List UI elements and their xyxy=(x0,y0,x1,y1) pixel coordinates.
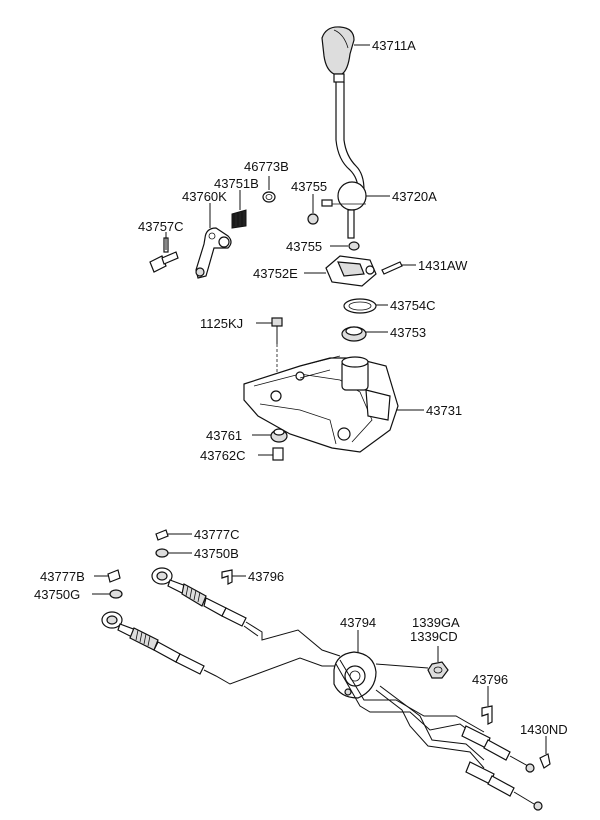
spring-43751B xyxy=(231,209,247,229)
label-43760K: 43760K xyxy=(182,189,227,204)
label-1339GA: 1339GA xyxy=(412,615,460,630)
nut-1339GA xyxy=(427,661,449,679)
bushing-46773B xyxy=(262,191,276,203)
label-43777C: 43777C xyxy=(194,527,240,542)
label-43753: 43753 xyxy=(390,325,426,340)
nut-43755-lower xyxy=(348,241,360,251)
label-43755-upper: 43755 xyxy=(291,179,327,194)
label-43796-lower: 43796 xyxy=(472,672,508,687)
label-1339CD: 1339CD xyxy=(410,629,458,644)
bushing-43753 xyxy=(341,326,367,342)
housing-43752E xyxy=(325,255,377,287)
label-43711A: 43711A xyxy=(372,38,416,53)
label-1430ND: 1430ND xyxy=(520,722,568,737)
label-43752E: 43752E xyxy=(253,266,298,281)
label-43755-lower: 43755 xyxy=(286,239,322,254)
pin-43757C xyxy=(149,237,179,273)
label-43757C: 43757C xyxy=(138,219,184,234)
shift-knob xyxy=(321,26,355,83)
label-43731: 43731 xyxy=(426,403,462,418)
label-43754C: 43754C xyxy=(390,298,436,313)
ring-43754C xyxy=(343,298,377,314)
clip-43777B xyxy=(107,569,121,583)
clip-43796-lower xyxy=(481,705,493,725)
pin-1430ND xyxy=(539,753,551,769)
cable-bracket-43794 xyxy=(333,651,377,699)
label-43762C: 43762C xyxy=(200,448,246,463)
label-43794: 43794 xyxy=(340,615,376,630)
nut-43755-upper xyxy=(307,213,319,225)
washer-43750B xyxy=(155,548,169,558)
bolt-1125KJ xyxy=(271,317,283,372)
label-43750G: 43750G xyxy=(34,587,80,602)
label-43777B: 43777B xyxy=(40,569,85,584)
cable-end-lower xyxy=(101,611,336,685)
label-43750B: 43750B xyxy=(194,546,239,561)
shift-lever xyxy=(321,82,367,239)
cable-end-upper xyxy=(151,567,341,657)
label-43761: 43761 xyxy=(206,428,242,443)
label-1431AW: 1431AW xyxy=(418,258,468,273)
clip-1431AW xyxy=(381,261,403,275)
label-46773B: 46773B xyxy=(244,159,289,174)
clip-43796-upper xyxy=(221,569,233,585)
label-43720A: 43720A xyxy=(392,189,437,204)
label-43751B: 43751B xyxy=(214,176,259,191)
label-1125KJ: 1125KJ xyxy=(200,316,243,331)
clip-43777C xyxy=(155,529,169,541)
leader-1339GA xyxy=(375,663,429,669)
collar-43762C xyxy=(272,447,284,461)
base-bracket-43731 xyxy=(243,355,399,453)
bushing-43761 xyxy=(270,428,288,443)
washer-43750G xyxy=(109,589,123,599)
bracket-43760K xyxy=(195,227,232,279)
cables-output xyxy=(335,659,543,811)
label-43796-upper: 43796 xyxy=(248,569,284,584)
